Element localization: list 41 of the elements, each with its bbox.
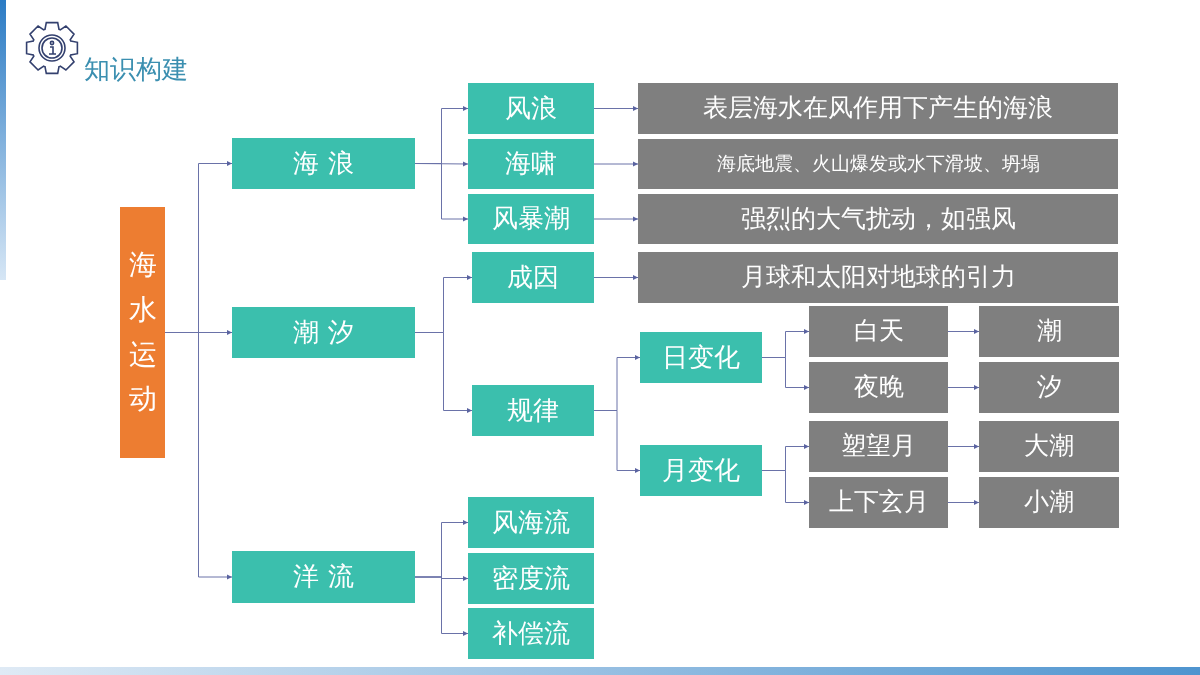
connector-arrow <box>947 500 980 505</box>
connector-arrow <box>593 275 639 280</box>
result-box: 潮 <box>979 306 1119 357</box>
topic-box: 海水运动 <box>120 207 165 458</box>
connector-arrow <box>761 470 810 505</box>
connector-arrow <box>164 332 233 580</box>
description-box: 表层海水在风作用下产生的海浪 <box>638 83 1118 134</box>
heading: 知识构建 <box>84 53 188 86</box>
subcategory-box: 月变化 <box>640 445 762 496</box>
subcategory-box: 风暴潮 <box>468 194 594 244</box>
category-box: 洋 流 <box>232 551 415 603</box>
result-box: 小潮 <box>979 477 1119 528</box>
subcategory-box: 规律 <box>472 385 594 436</box>
connector-arrow <box>593 106 639 111</box>
connector-arrow <box>761 357 810 390</box>
condition-box: 上下玄月 <box>809 477 948 528</box>
connector-arrow <box>947 329 980 334</box>
subcategory-box: 日变化 <box>640 332 762 383</box>
description-box: 强烈的大气扰动，如强风 <box>638 194 1118 244</box>
connector-arrow <box>947 385 980 390</box>
category-box: 潮 汐 <box>232 307 415 358</box>
result-box: 汐 <box>979 362 1119 413</box>
subcategory-box: 密度流 <box>468 553 594 604</box>
condition-box: 白天 <box>809 306 948 357</box>
description-box: 月球和太阳对地球的引力 <box>638 252 1118 303</box>
subcategory-box: 成因 <box>472 252 594 303</box>
connector-arrow <box>593 216 639 222</box>
category-box: 海 浪 <box>232 138 415 189</box>
connector-arrow <box>947 444 980 449</box>
connector-arrow <box>414 576 469 636</box>
result-box: 大潮 <box>979 421 1119 472</box>
subcategory-box: 风海流 <box>468 497 594 548</box>
condition-box: 塑望月 <box>809 421 948 472</box>
connector-arrow <box>414 332 473 413</box>
description-box: 海底地震、火山爆发或水下滑坡、坍塌 <box>638 139 1118 189</box>
subcategory-box: 风浪 <box>468 83 594 134</box>
connector-arrow <box>414 163 469 222</box>
subcategory-box: 海啸 <box>468 139 594 189</box>
subcategory-box: 补偿流 <box>468 608 594 659</box>
connector-arrow <box>593 161 639 167</box>
condition-box: 夜晚 <box>809 362 948 413</box>
